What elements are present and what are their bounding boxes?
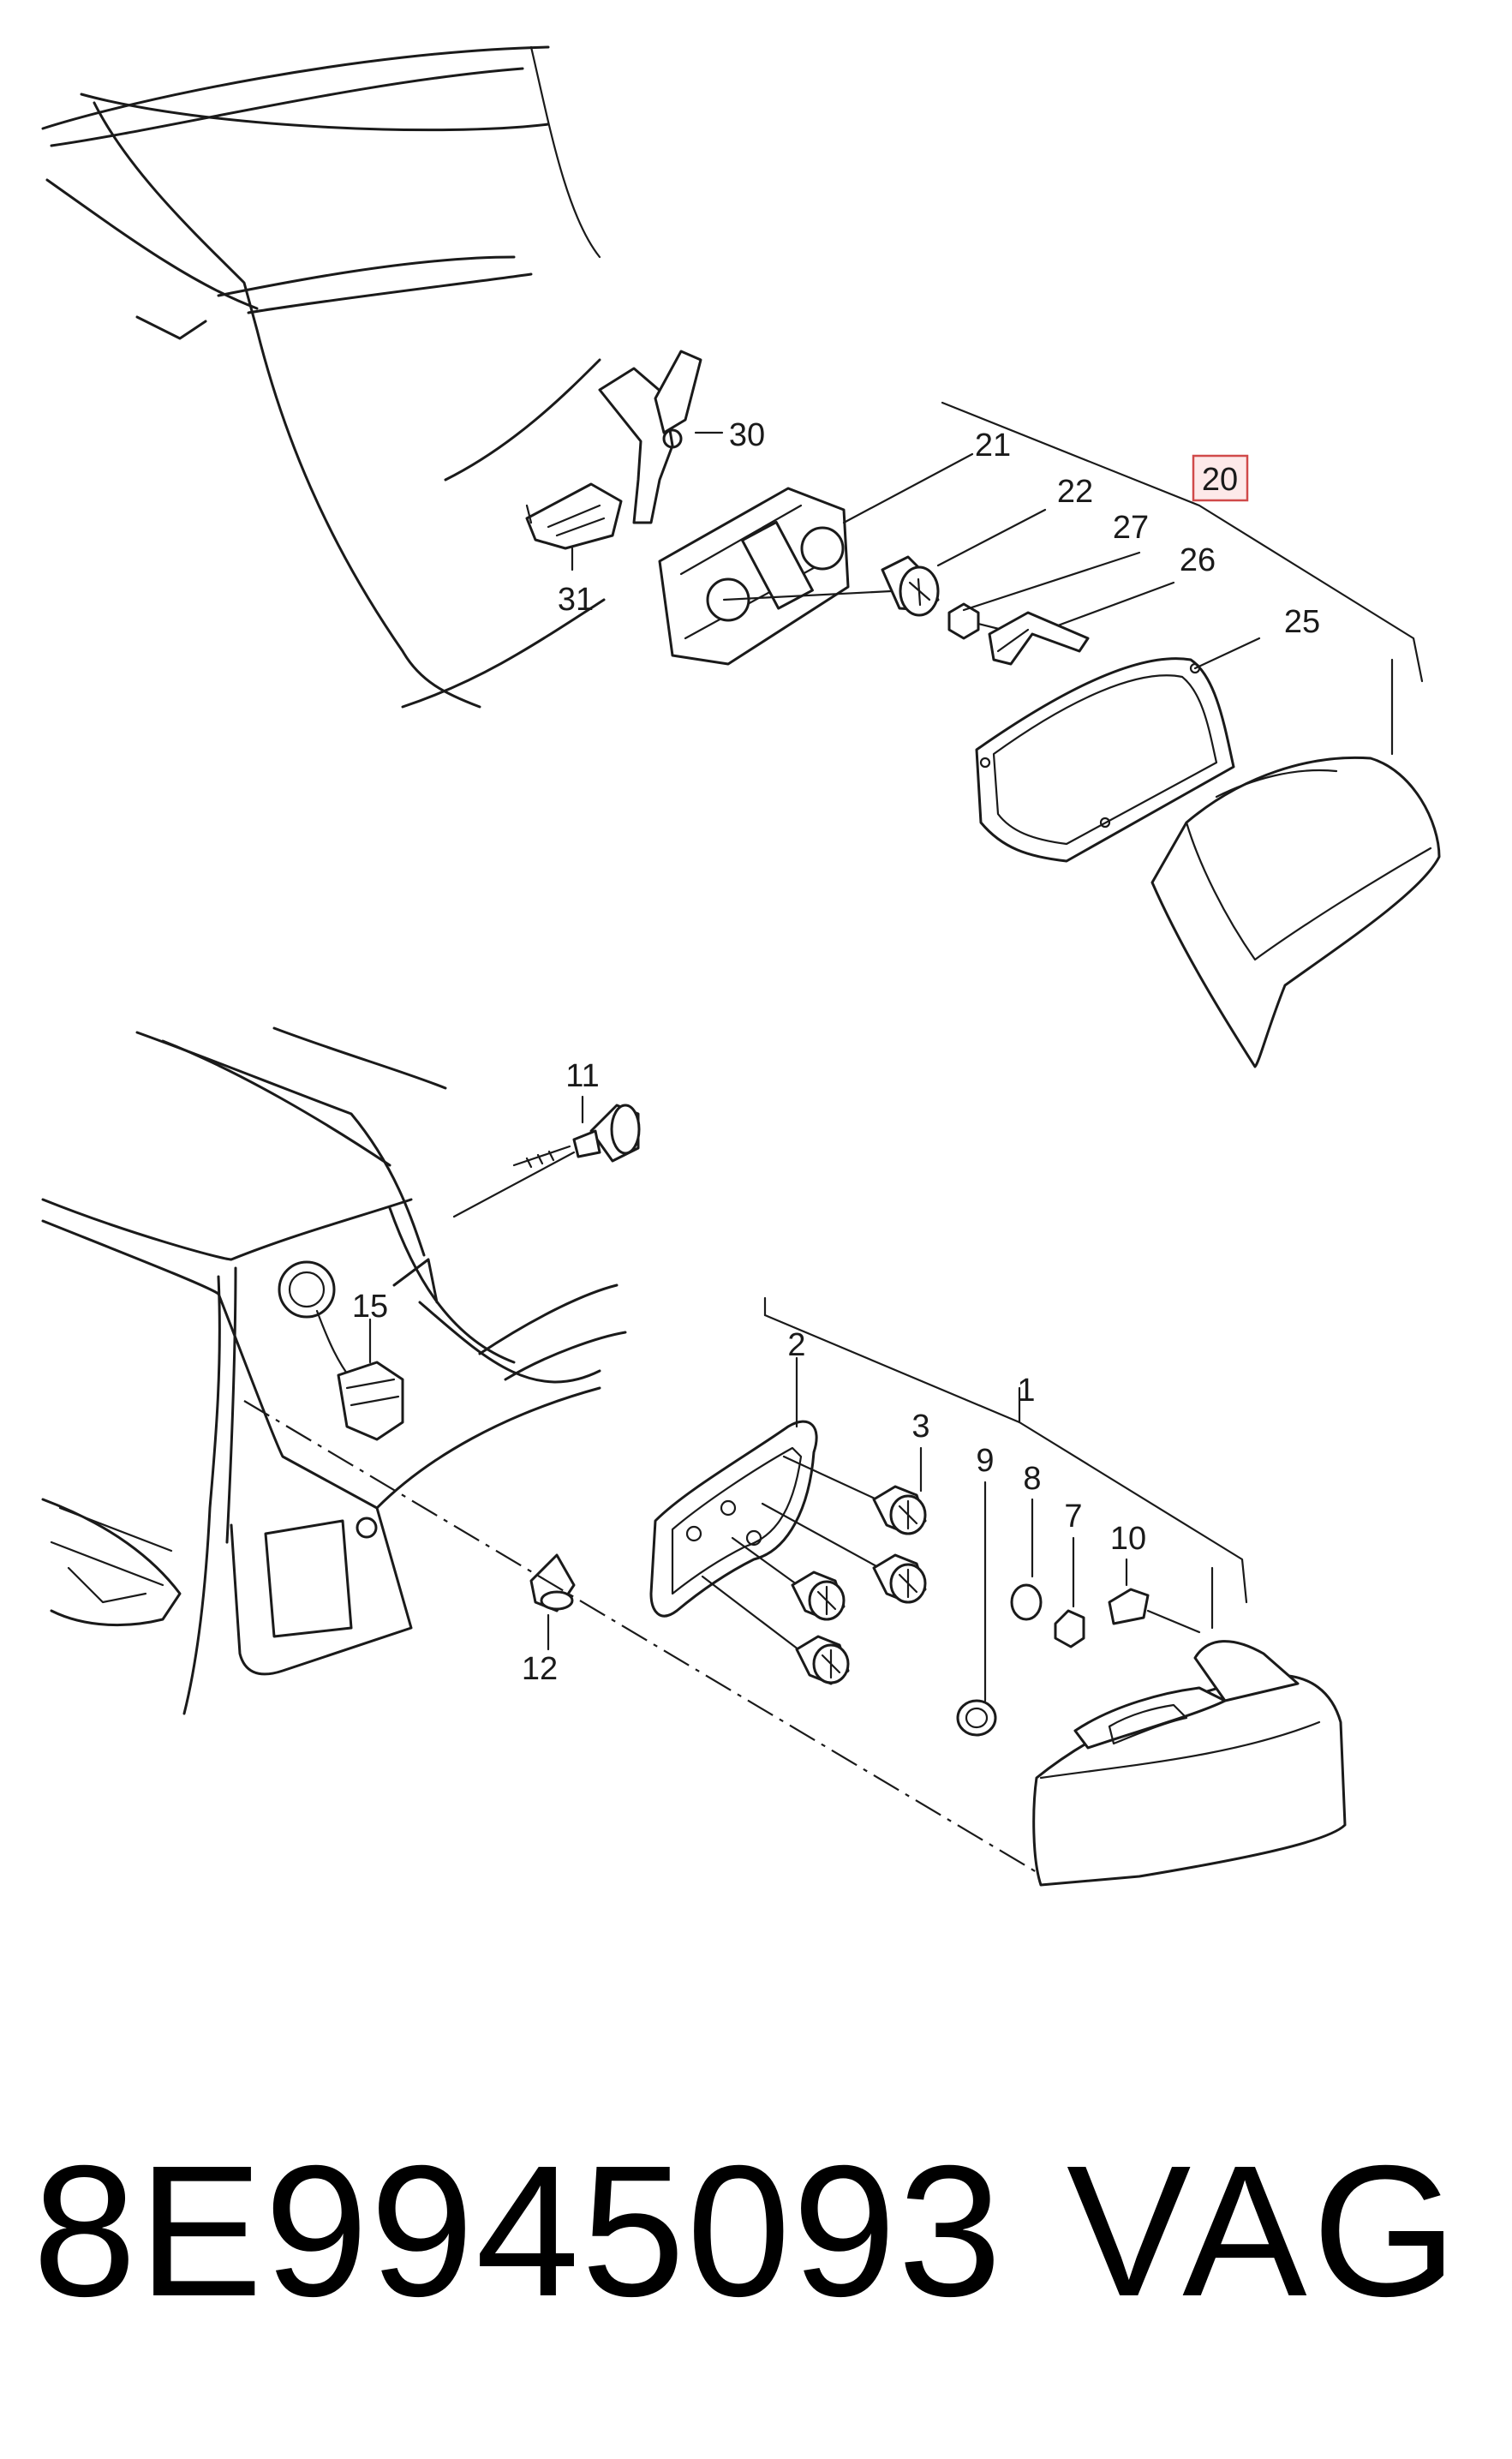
o-ring-part-8 (1010, 1498, 1043, 1621)
callout-20-highlight (1192, 454, 1249, 502)
bulb-part-3d (701, 1575, 850, 1685)
callout-label-2: 2 (787, 1327, 805, 1363)
trunk-lid-body-outline (41, 45, 606, 709)
callout-label-15: 15 (352, 1289, 388, 1325)
callout-label-27: 27 (1113, 510, 1149, 546)
bulb-carrier-part-2 (649, 1356, 818, 1618)
bracket-part-30 (598, 350, 724, 524)
callout-label-10: 10 (1110, 1521, 1146, 1557)
connector-part-31 (525, 482, 623, 571)
plug-part-12 (529, 1553, 576, 1651)
bulb-carrier-upper (658, 487, 893, 666)
callout-label-3: 3 (911, 1409, 929, 1445)
brand-name: VAG (1067, 2127, 1463, 2336)
rear-body-outline (41, 1026, 627, 1715)
callout-label-20: 20 (1202, 462, 1238, 498)
socket-housing-part-15 (278, 1260, 404, 1441)
leader-lines-upper (842, 452, 1261, 670)
callout-label-30: 30 (729, 417, 765, 453)
group-bracket-lower (763, 1296, 1248, 1604)
callout-label-12: 12 (522, 1651, 558, 1687)
callout-label-11: 11 (565, 1058, 599, 1094)
connector-part-10 (1108, 1558, 1201, 1634)
callout-label-9: 9 (976, 1443, 994, 1479)
callout-label-1: 1 (1017, 1373, 1035, 1409)
dash-line-lower (243, 1400, 1037, 1873)
clip-part-26 (988, 611, 1090, 666)
bulb-part-3b (761, 1502, 927, 1604)
bulb-part-3 (782, 1446, 927, 1535)
bulb-part-22 (881, 555, 940, 617)
callout-label-25: 25 (1284, 604, 1320, 640)
callout-label-21: 21 (975, 428, 1011, 464)
part-number: 8E9945093 (33, 2127, 1004, 2336)
part-number-footer: 8E9945093 VAG (0, 2116, 1512, 2348)
grommet-part-9 (956, 1481, 997, 1737)
group-bracket-upper (941, 401, 1424, 756)
tail-lamp-lens-part-20 (1150, 756, 1441, 1068)
callout-label-26: 26 (1180, 542, 1216, 578)
bulb-part-3c (731, 1536, 846, 1621)
screw-part-11 (452, 1095, 641, 1218)
nut-part-7 (1054, 1536, 1085, 1648)
tail-lamp-housing-part-1 (1032, 1566, 1347, 1887)
callout-label-22: 22 (1057, 474, 1093, 510)
gasket-part-25 (975, 657, 1235, 863)
callout-label-7: 7 (1064, 1499, 1082, 1535)
callout-label-8: 8 (1023, 1461, 1041, 1497)
callout-label-31: 31 (558, 582, 594, 618)
